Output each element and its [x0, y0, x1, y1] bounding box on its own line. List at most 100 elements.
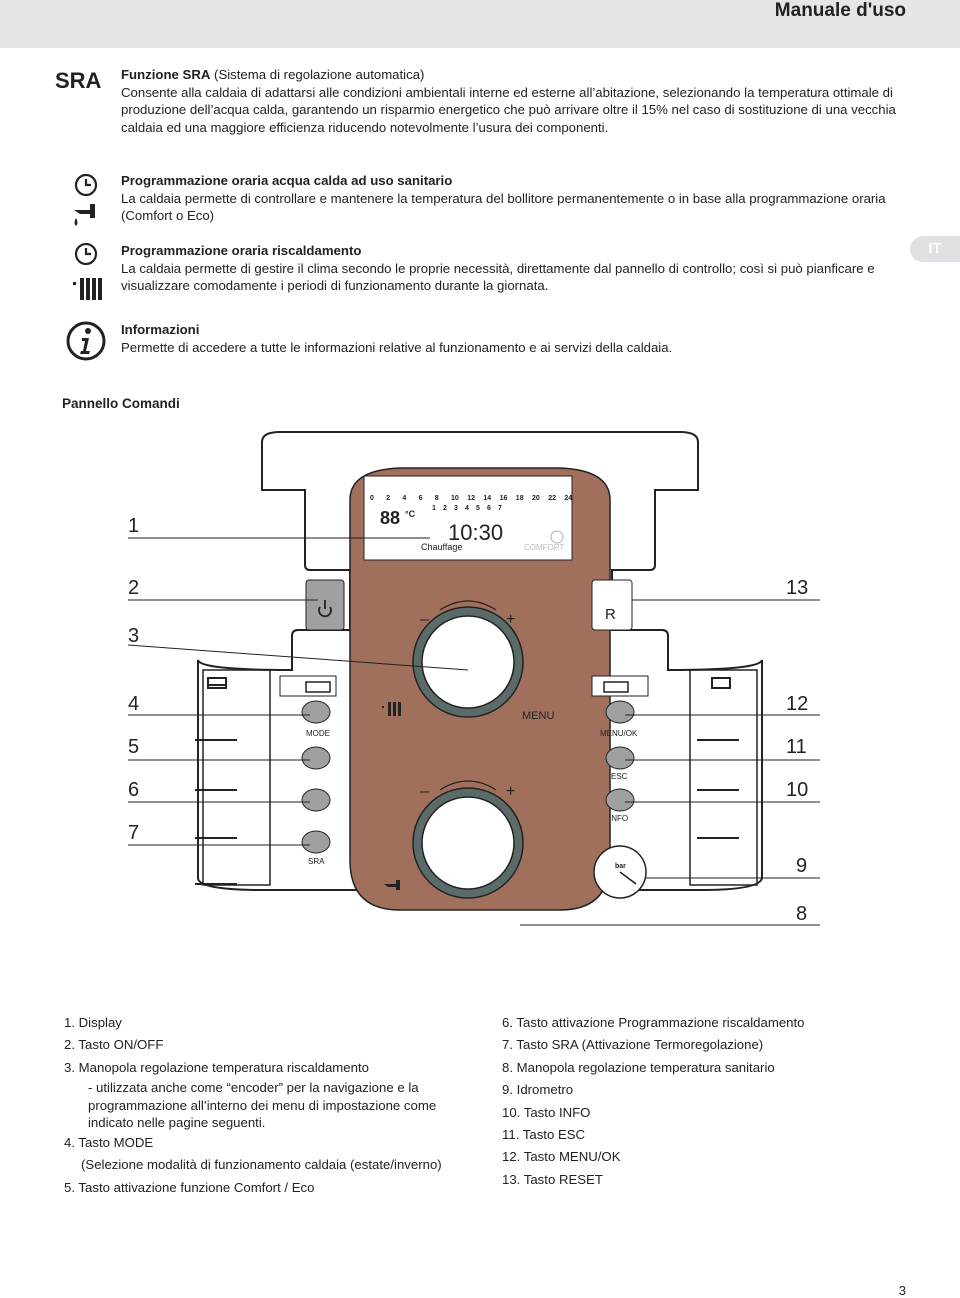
sra-button-label: SRA — [308, 857, 325, 866]
legend-item-1: 1. Display — [64, 1015, 122, 1030]
prog-sanitario-text: La caldaia permette di controllare e man… — [121, 190, 886, 224]
sra-title: Funzione SRA — [121, 67, 211, 82]
display-hour-label: 20 — [532, 495, 540, 502]
prog-sanitario-title: Programmazione oraria acqua calda ad uso… — [121, 173, 453, 188]
language-tab: IT — [910, 236, 960, 262]
callout-2: 2 — [128, 577, 139, 599]
menu-label: MENU — [522, 710, 554, 722]
legend-item-9: 9. Idrometro — [502, 1082, 574, 1098]
clock-radiator-icon — [73, 242, 102, 300]
esc-label: ESC — [611, 772, 628, 781]
display-day-label: 3 — [454, 505, 458, 512]
legend-item-10: 10. Tasto INFO — [502, 1104, 591, 1120]
header-bar: Manuale d'uso — [0, 0, 960, 48]
legend-item-7: 7. Tasto SRA (Attivazione Termoregolazio… — [502, 1037, 764, 1053]
info-label: INFO — [609, 814, 628, 823]
mode-button — [301, 700, 331, 724]
display-hour-label: 4 — [402, 495, 406, 502]
callout-9: 9 — [796, 855, 807, 877]
legend-item-3-sub-2: programmazione all’interno dei menu di i… — [88, 1097, 437, 1113]
callout-7: 7 — [128, 822, 139, 844]
display-info-icon — [550, 530, 564, 544]
legend-item-4: 4. Tasto MODE — [64, 1135, 154, 1150]
display-hour-label: 18 — [516, 495, 524, 502]
manual-title: Manuale d'uso — [774, 0, 906, 21]
prog-riscaldamento-text: La caldaia permette di gestire il clima … — [121, 260, 875, 294]
sra-section: Funzione SRA (Sistema di regolazione aut… — [121, 66, 911, 136]
legend-item-3-sub-3: indicato nelle pagine seguenti. — [88, 1115, 266, 1131]
legend-item-4-sub: (Selezione modalità di funzionamento cal… — [81, 1157, 442, 1173]
callout-10: 10 — [786, 779, 808, 801]
legend-item-11: 11. Tasto ESC — [502, 1127, 586, 1143]
display-hour-label: 16 — [500, 495, 508, 502]
legend-item-12: 12. Tasto MENU/OK — [502, 1149, 621, 1165]
display-temp: 88 — [380, 508, 400, 528]
display-hour-label: 6 — [419, 495, 423, 502]
prog-heating-button — [301, 788, 331, 812]
display-hour-label: 22 — [548, 495, 556, 502]
panel-section-title: Pannello Comandi — [62, 396, 180, 411]
reset-label: R — [605, 606, 616, 623]
sra-button — [301, 830, 331, 854]
legend-item-3-sub-1: - utilizzata anche come “encoder” per la… — [88, 1080, 419, 1096]
display-hour-label: 8 — [435, 495, 439, 502]
legend-item-5: 5. Tasto attivazione funzione Comfort / … — [64, 1179, 315, 1195]
page-number: 3 — [898, 1283, 906, 1298]
callout-5: 5 — [128, 736, 139, 758]
prog-riscaldamento-section: Programmazione oraria riscaldamento La c… — [121, 242, 911, 295]
display-day-label: 1 — [432, 505, 436, 512]
reset-button — [591, 579, 633, 631]
display-day-label: 7 — [498, 505, 502, 512]
info-button — [605, 788, 635, 812]
sra-label: SRA — [55, 68, 102, 93]
display-hour-label: 14 — [483, 495, 491, 502]
menu-ok-button — [605, 700, 635, 724]
display-day-label: 5 — [476, 505, 480, 512]
mode-label: MODE — [306, 729, 330, 738]
info-icon — [66, 321, 106, 361]
clock-tap-icon — [74, 174, 98, 226]
legend-item-13: 13. Tasto RESET — [502, 1171, 603, 1187]
radiator-icon-panel — [382, 702, 401, 716]
informazioni-title: Informazioni — [121, 322, 200, 337]
legend-item-8: 8. Manopola regolazione temperatura sani… — [502, 1059, 775, 1075]
callout-8: 8 — [796, 903, 807, 925]
gauge-unit: bar — [615, 863, 626, 870]
callout-1: 1 — [128, 515, 139, 537]
display-comfort: COMFORT — [524, 543, 564, 552]
callout-12: 12 — [786, 693, 808, 715]
display-hour-label: 12 — [467, 495, 475, 502]
tap-icon-panel — [384, 880, 400, 890]
callout-3: 3 — [128, 625, 139, 647]
legend-left: 1. Display 2. Tasto ON/OFF 3. Manopola r… — [64, 1012, 442, 1199]
callout-13: 13 — [786, 577, 808, 599]
knob2-plus: + — [506, 783, 515, 800]
prog-riscaldamento-title: Programmazione oraria riscaldamento — [121, 243, 362, 258]
display-hour-label: 2 — [386, 495, 390, 502]
display-hour-label: 10 — [451, 495, 459, 502]
legend-item-6: 6. Tasto attivazione Programmazione risc… — [502, 1015, 805, 1030]
display-day-label: 4 — [465, 505, 469, 512]
callout-6: 6 — [128, 779, 139, 801]
sra-title-suffix: (Sistema di regolazione automatica) — [210, 67, 425, 82]
display-mode: Chauffage — [421, 542, 462, 552]
esc-button — [605, 746, 635, 770]
informazioni-section: Informazioni Permette di accedere a tutt… — [121, 321, 911, 356]
power-icon — [318, 606, 332, 618]
sra-text: Consente alla caldaia di adattarsi alle … — [121, 84, 896, 135]
informazioni-text: Permette di accedere a tutte le informaz… — [121, 339, 673, 355]
display-day-label: 6 — [487, 505, 491, 512]
knob2-minus: – — [420, 783, 429, 800]
knob1-minus: – — [420, 611, 429, 628]
knob1-plus: + — [506, 611, 515, 628]
callout-4: 4 — [128, 693, 139, 715]
display-time: 10:30 — [448, 520, 503, 545]
lcd-display — [363, 475, 573, 561]
display-hour-label: 24 — [564, 495, 572, 502]
legend-item-3: 3. Manopola regolazione temperatura risc… — [64, 1059, 369, 1075]
comfort-eco-button — [301, 746, 331, 770]
legend-right: 6. Tasto attivazione Programmazione risc… — [502, 1012, 805, 1191]
menu-ok-label: MENU/OK — [600, 729, 638, 738]
display-day-label: 2 — [443, 505, 447, 512]
legend-item-2: 2. Tasto ON/OFF — [64, 1037, 164, 1053]
